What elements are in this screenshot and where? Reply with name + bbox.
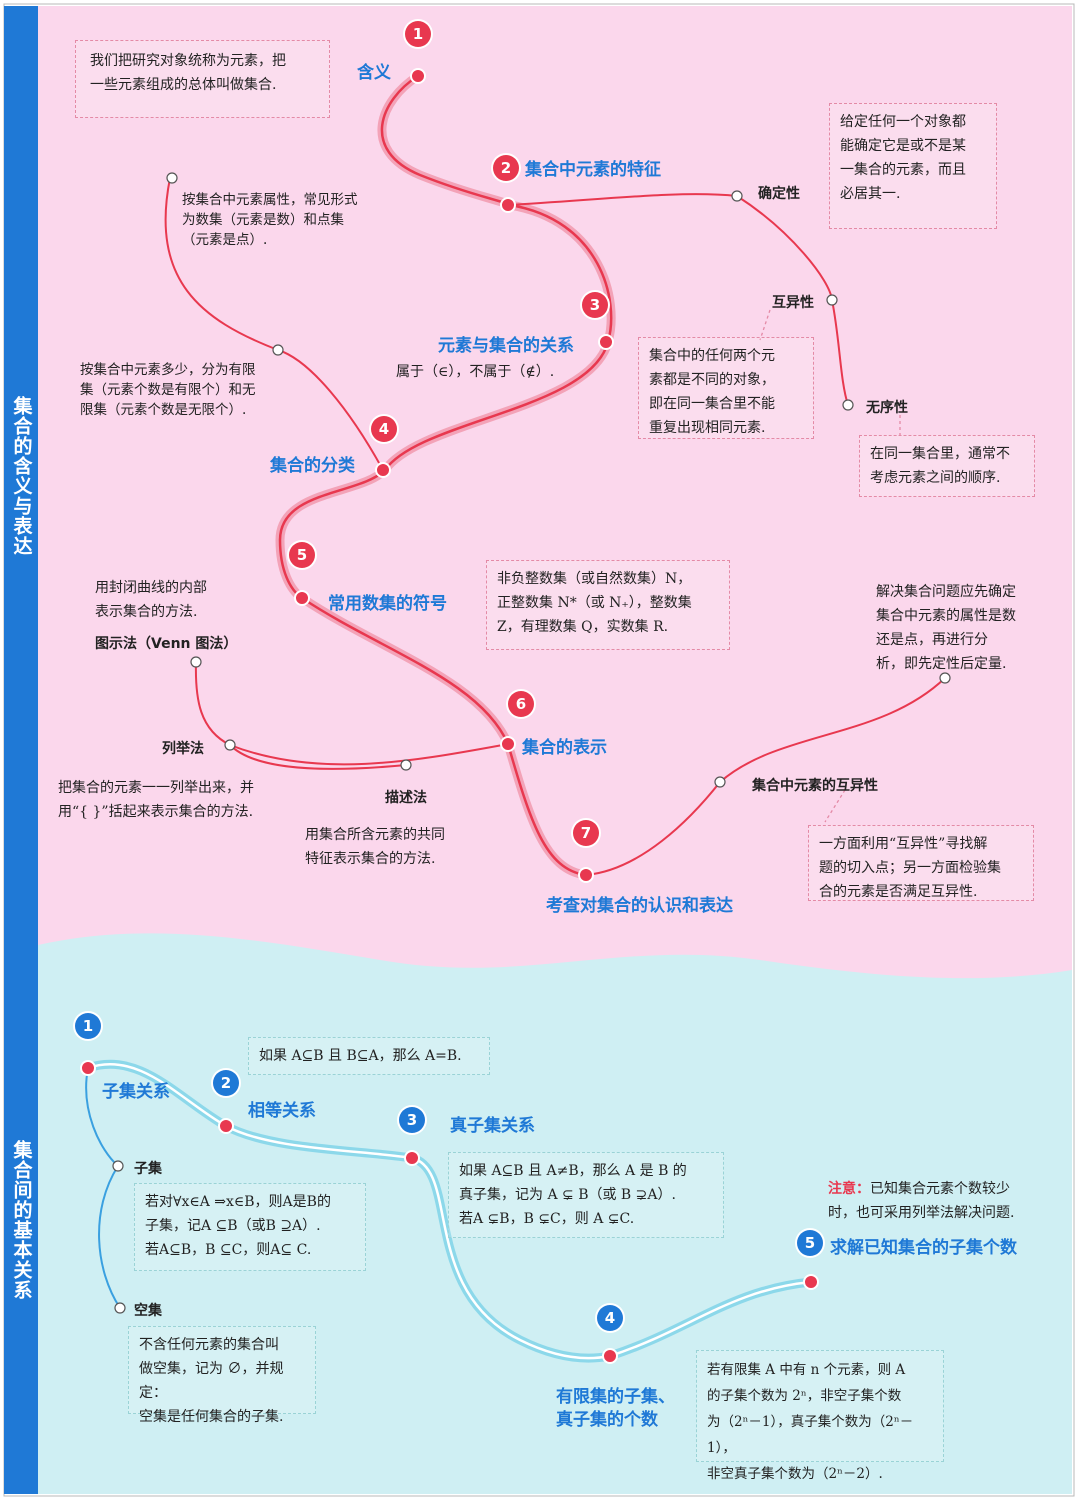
sub-unordered: 无序性 <box>866 400 908 416</box>
note-equality: 如果 A⊆B 且 B⊆A，那么 A=B. <box>248 1037 490 1075</box>
note-distinctness: 集合中的任何两个元 素都是不同的对象， 即在同一集合里不能 重复出现相同元素. <box>638 337 814 439</box>
top-badge-3: 3 <box>582 292 608 318</box>
note-empty-set: 不含任何元素的集合叫 做空集，记为 ∅，并规定： 空集是任何集合的子集. <box>128 1326 316 1425</box>
sub-subset: 子集 <box>134 1161 162 1177</box>
topic-set-classification: 集合的分类 <box>270 456 355 476</box>
note-unordered: 在同一集合里，通常不 考虑元素之间的顺序. <box>859 435 1035 497</box>
note-proper-subset: 如果 A⊆B 且 A≠B，那么 A 是 B 的 真子集，记为 A ⊊ B（或 B… <box>448 1152 724 1238</box>
warning-text: 已知集合元素个数较少 时，也可采用列举法解决问题. <box>828 1181 1015 1221</box>
topic-set-representation: 集合的表示 <box>522 738 607 758</box>
sub-venn: 图示法（Venn 图法） <box>95 636 238 652</box>
note-number-sets: 非负整数集（或自然数集）N， 正整数集 N*（或 N₊），整数集 Z，有理数集 … <box>486 560 730 650</box>
topic-number-set-symbols: 常用数集的符号 <box>328 594 447 614</box>
sub-distinctness: 互异性 <box>772 295 814 311</box>
bottom-badge-1: 1 <box>75 1013 101 1039</box>
bottom-badge-4: 4 <box>597 1305 623 1331</box>
bottom-badge-5: 5 <box>797 1230 823 1256</box>
note-classification-count: 按集合中元素多少，分为有限 集（元素个数是有限个）和无 限集（元素个数是无限个）… <box>80 362 256 418</box>
note-classification-attribute: 按集合中元素属性，常见形式 为数集（元素是数）和点集 （元素是点）. <box>182 192 358 248</box>
warning-label: 注意： <box>828 1181 870 1197</box>
note-warning: 注意：已知集合元素个数较少 时，也可采用列举法解决问题. <box>828 1153 1048 1225</box>
top-badge-1: 1 <box>405 21 431 47</box>
top-badge-4: 4 <box>371 416 397 442</box>
sub-description: 描述法 <box>385 790 427 806</box>
top-badge-6: 6 <box>508 691 534 717</box>
top-badge-5: 5 <box>289 542 315 568</box>
topic-element-features: 集合中元素的特征 <box>525 160 661 180</box>
sub-listing: 列举法 <box>162 741 204 757</box>
note-venn: 用封闭曲线的内部 表示集合的方法. <box>95 580 207 620</box>
top-badge-7: 7 <box>573 820 599 846</box>
note-subset: 若对∀x∈A ⇒x∈B，则A是B的 子集，记A ⊆B（或B ⊇A）. 若A⊆B，… <box>134 1183 366 1271</box>
sub-distinctness-application: 集合中元素的互异性 <box>752 778 878 794</box>
note-listing: 把集合的元素一一列举出来，并 用“{ }”括起来表示集合的方法. <box>58 780 254 820</box>
note-distinctness-use: 一方面利用“互异性”寻找解 题的切入点；另一方面检验集 合的元素是否满足互异性. <box>808 825 1034 901</box>
topic-element-set-relation: 元素与集合的关系 <box>438 336 574 356</box>
top-section-sidebar: 集合的含义与表达 <box>4 6 38 946</box>
note-description: 用集合所含元素的共同 特征表示集合的方法. <box>305 827 445 867</box>
topic-exam-focus: 考查对集合的认识和表达 <box>546 896 733 916</box>
bottom-section-sidebar: 集合间的基本关系 <box>4 946 38 1494</box>
top-badge-2: 2 <box>493 155 519 181</box>
bottom-badge-2: 2 <box>213 1070 239 1096</box>
note-distinctness-tip: 解决集合问题应先确定 集合中元素的属性是数 还是点，再进行分 析，即先定性后定量… <box>876 584 1016 672</box>
bottom-background <box>38 933 1072 1494</box>
sub-certainty: 确定性 <box>758 186 800 202</box>
sub-empty-set: 空集 <box>134 1303 162 1319</box>
topic-subset-relation: 子集关系 <box>102 1082 170 1102</box>
note-subset-count-formula: 若有限集 A 中有 n 个元素，则 A 的子集个数为 2ⁿ，非空子集个数 为（2… <box>696 1350 944 1482</box>
topic-meaning: 含义 <box>357 63 391 83</box>
topic-proper-subset-relation: 真子集关系 <box>450 1116 535 1136</box>
topic-equality-relation: 相等关系 <box>248 1101 316 1121</box>
note-relation: 属于（∈），不属于（∉）. <box>396 364 555 380</box>
bottom-badge-3: 3 <box>399 1107 425 1133</box>
note-certainty: 给定任何一个对象都 能确定它是或不是某 一集合的元素，而且 必居其一. <box>829 103 997 229</box>
note-meaning: 我们把研究对象统称为元素，把 一些元素组成的总体叫做集合. <box>75 40 330 118</box>
topic-count-given-set: 求解已知集合的子集个数 <box>830 1238 1017 1258</box>
topic-subset-counts: 有限集的子集、 真子集的个数 <box>556 1387 675 1430</box>
